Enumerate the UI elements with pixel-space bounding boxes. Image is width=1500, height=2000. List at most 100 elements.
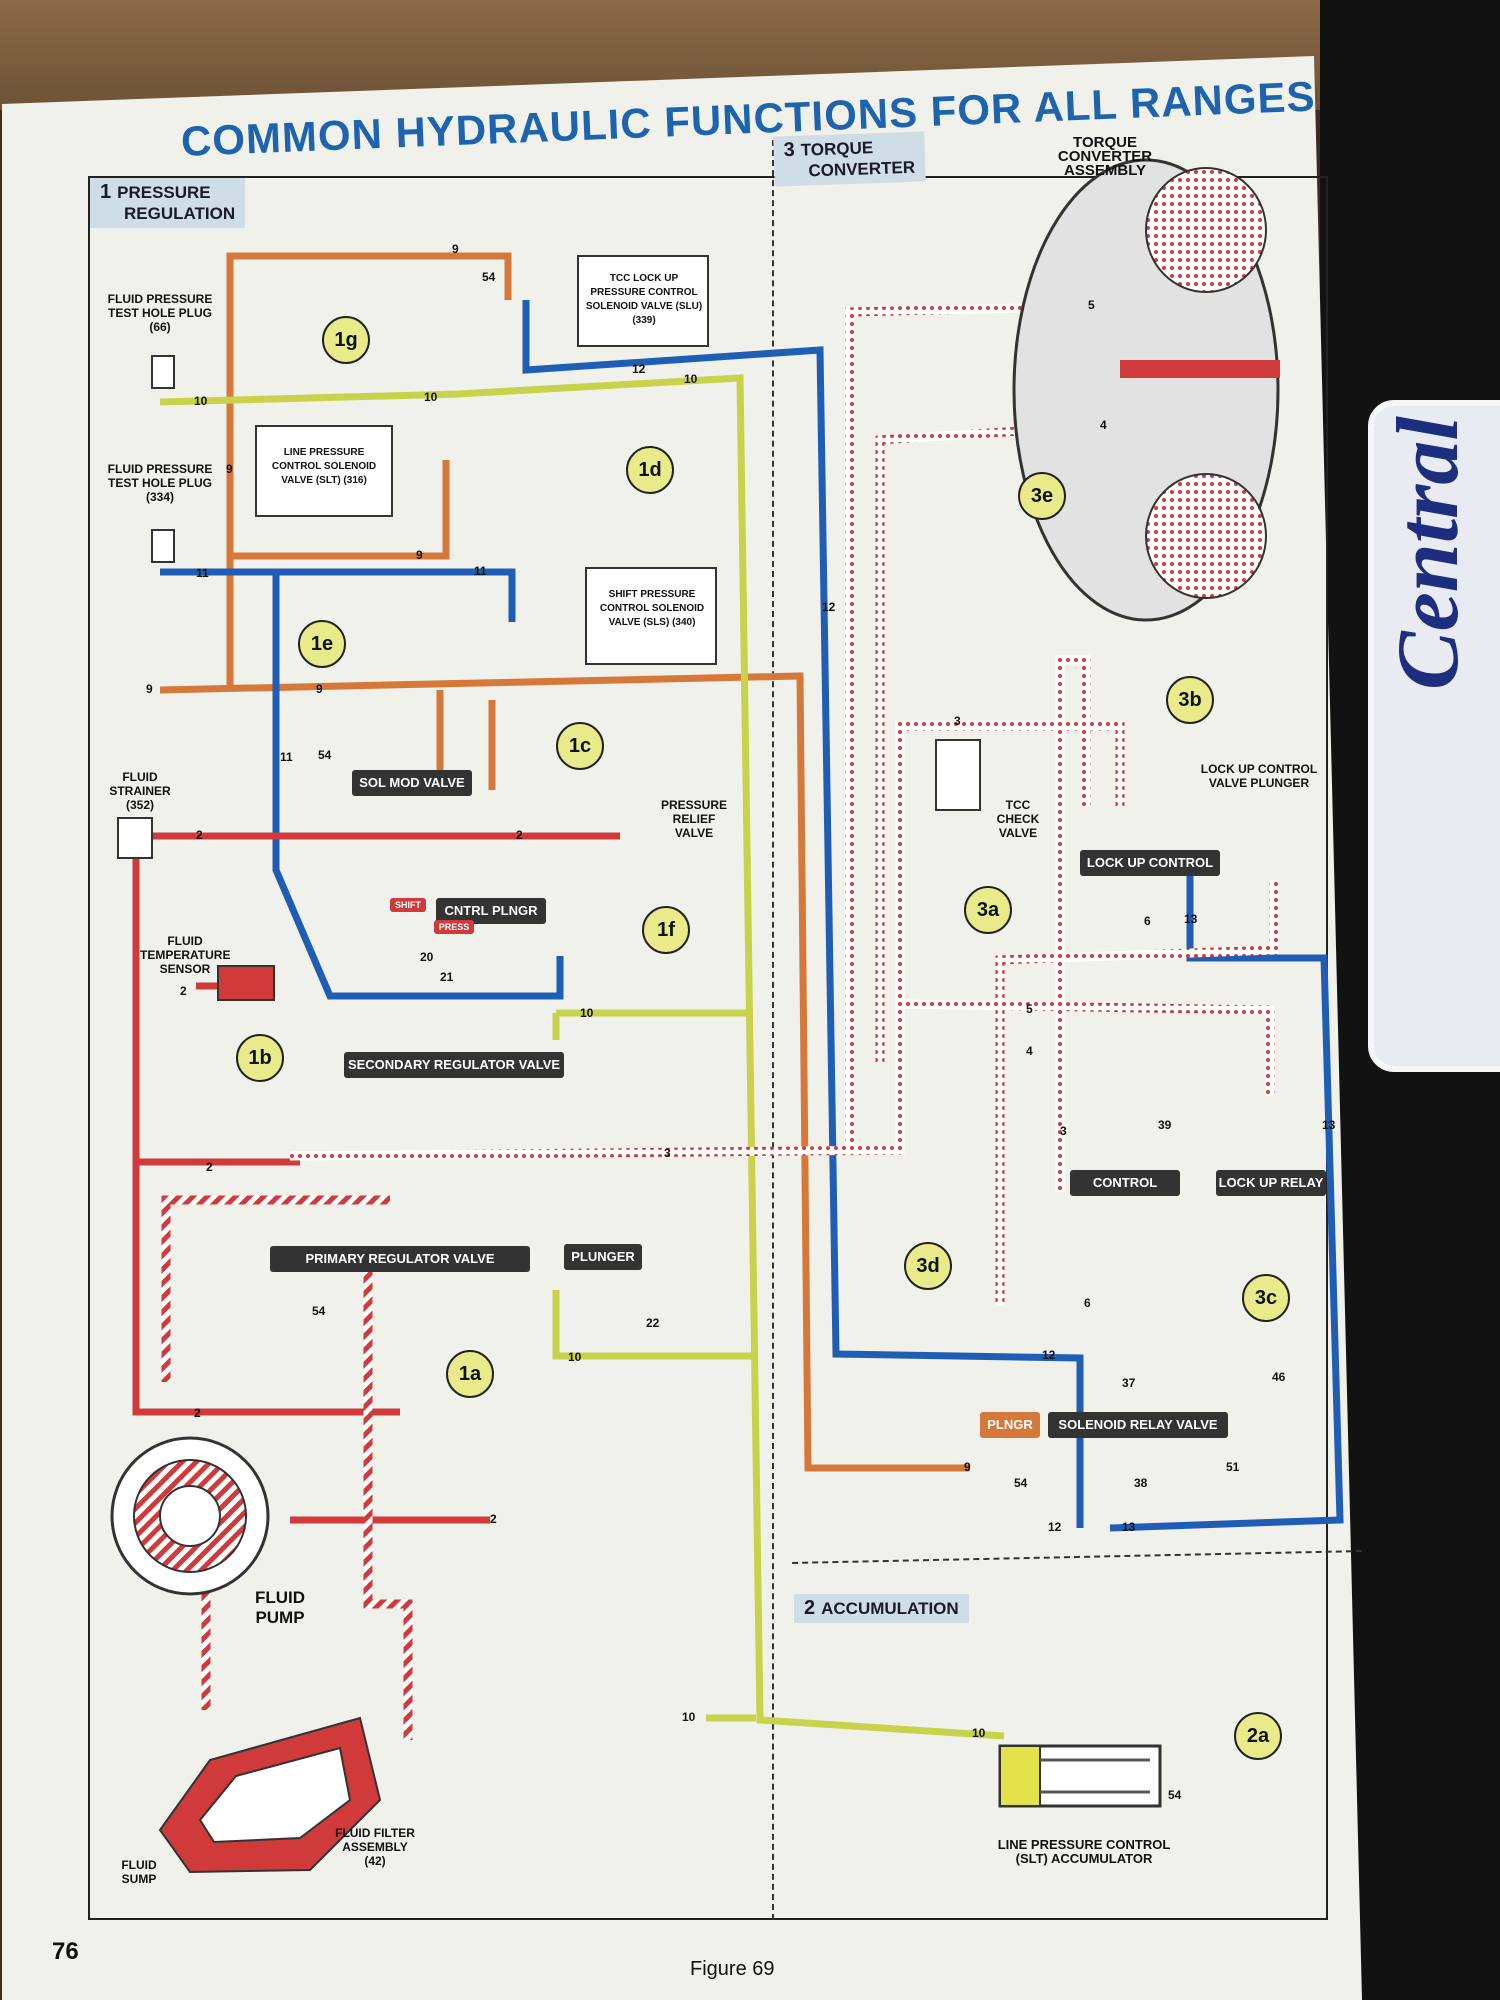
section-label: ACCUMULATION xyxy=(821,1599,959,1618)
figure-caption: Figure 69 xyxy=(690,1958,775,1980)
accumulator-body xyxy=(998,1744,1162,1808)
label-fluid-temp-sensor: FLUID TEMPERATURE SENSOR xyxy=(140,934,231,976)
sticker xyxy=(1368,400,1500,1072)
label-fluid-sump: FLUID SUMP xyxy=(121,1858,157,1886)
valve-plngr: PLNGR xyxy=(980,1412,1040,1438)
passage-number: 13 xyxy=(1322,1118,1336,1132)
callout-1d: 1d xyxy=(626,446,674,494)
label-tcc-check-valve: TCC CHECK VALVE xyxy=(996,798,1040,840)
section-accumulation: 2 ACCUMULATION xyxy=(794,1594,969,1623)
valve-plunger: PLUNGER xyxy=(564,1244,642,1270)
valve-lock-up-control: LOCK UP CONTROL xyxy=(1080,850,1220,876)
passage-number: 10 xyxy=(580,1006,594,1020)
passage-number: 12 xyxy=(1042,1348,1056,1362)
callout-3c: 3c xyxy=(1242,1274,1290,1322)
passage-number: 2 xyxy=(490,1512,497,1526)
label-fluid-pump: FLUID PUMP xyxy=(254,1588,306,1627)
passage-number: 12 xyxy=(1048,1520,1062,1534)
valve-solenoid-relay: SOLENOID RELAY VALVE xyxy=(1048,1412,1228,1438)
section-label: PRESSURE xyxy=(117,183,211,202)
passage-number: 20 xyxy=(420,950,434,964)
label-shift-solenoid: SHIFT PRESSURE CONTROL SOLENOID VALVE (S… xyxy=(599,589,705,628)
passage-number: 3 xyxy=(1060,1124,1067,1138)
passage-number: 22 xyxy=(646,1316,660,1330)
valve-shift-label: SHIFT xyxy=(390,898,426,912)
label-pressure-relief-valve: PRESSURE RELIEF VALVE xyxy=(660,798,728,840)
passage-number: 10 xyxy=(194,394,208,408)
section-divider-vertical xyxy=(772,140,774,1920)
passage-number: 12 xyxy=(632,362,646,376)
passage-number: 4 xyxy=(1026,1044,1033,1058)
label-torque-converter-assembly: TORQUE CONVERTER ASSEMBLY xyxy=(1057,134,1153,179)
passage-number: 9 xyxy=(226,462,233,476)
passage-number: 13 xyxy=(1122,1520,1136,1534)
label-lockup-plunger: LOCK UP CONTROL VALVE PLUNGER xyxy=(1200,762,1318,790)
label-tcc-solenoid: TCC LOCK UP PRESSURE CONTROL SOLENOID VA… xyxy=(585,273,703,326)
valve-sol-mod: SOL MOD VALVE xyxy=(352,770,472,796)
passage-number: 51 xyxy=(1226,1460,1240,1474)
valve-secondary-regulator: SECONDARY REGULATOR VALVE xyxy=(344,1052,564,1078)
callout-1a: 1a xyxy=(446,1350,494,1398)
section-number: 2 xyxy=(804,1597,816,1619)
passage-number: 10 xyxy=(972,1726,986,1740)
passage-number: 9 xyxy=(964,1460,971,1474)
callout-3a: 3a xyxy=(964,886,1012,934)
label-test-plug-66: FLUID PRESSURE TEST HOLE PLUG (66) xyxy=(107,292,213,334)
valve-press-label: PRESS xyxy=(434,920,474,934)
callout-3b: 3b xyxy=(1166,676,1214,724)
passage-dotted xyxy=(289,301,1279,1306)
passage-number: 9 xyxy=(452,242,459,256)
passage-number: 11 xyxy=(196,566,209,580)
passage-number: 11 xyxy=(474,564,487,578)
passage-number: 11 xyxy=(280,750,293,764)
callout-1f: 1f xyxy=(642,906,690,954)
valve-lock-up-relay: LOCK UP RELAY xyxy=(1216,1170,1326,1196)
passage-number: 10 xyxy=(684,372,698,386)
page-number: 76 xyxy=(52,1938,79,1965)
passage-number: 2 xyxy=(194,1406,201,1420)
passage-number: 10 xyxy=(682,1710,696,1724)
callout-1b: 1b xyxy=(236,1034,284,1082)
passage-number: 13 xyxy=(1184,912,1198,926)
passage-number: 21 xyxy=(440,970,454,984)
valve-control: CONTROL xyxy=(1070,1170,1180,1196)
callout-1g: 1g xyxy=(322,316,370,364)
passage-number: 46 xyxy=(1272,1370,1286,1384)
passage-number: 5 xyxy=(1088,298,1095,312)
fluid-pump-body xyxy=(110,1436,270,1596)
torque-converter-body xyxy=(1012,158,1280,622)
section-number: 1 xyxy=(100,181,112,203)
passage-number: 6 xyxy=(1144,914,1151,928)
label-line-pressure-solenoid: LINE PRESSURE CONTROL SOLENOID VALVE (SL… xyxy=(271,447,377,486)
passage-number: 10 xyxy=(568,1350,582,1364)
passage-number: 6 xyxy=(1084,1296,1091,1310)
label-test-plug-334: FLUID PRESSURE TEST HOLE PLUG (334) xyxy=(107,462,213,504)
passage-number: 3 xyxy=(954,714,961,728)
passage-number: 54 xyxy=(318,748,332,762)
passage-number: 3 xyxy=(664,1146,671,1160)
passage-number: 9 xyxy=(416,548,423,562)
passage-number: 37 xyxy=(1122,1376,1136,1390)
fluid-sump-body xyxy=(158,1716,382,1874)
section-pressure-regulation: 1 PRESSURE REGULATION xyxy=(90,178,246,228)
valve-primary-regulator: PRIMARY REGULATOR VALVE xyxy=(270,1246,530,1272)
passage-number: 2 xyxy=(196,828,203,842)
passage-blue xyxy=(160,300,1344,1532)
section-label: REGULATION xyxy=(124,204,236,223)
callout-3d: 3d xyxy=(904,1242,952,1290)
passage-number: 39 xyxy=(1158,1118,1172,1132)
passage-number: 2 xyxy=(516,828,523,842)
passage-number: 5 xyxy=(1026,1002,1033,1016)
passage-number: 2 xyxy=(206,1160,213,1174)
passage-number: 12 xyxy=(822,600,836,614)
passage-number: 54 xyxy=(312,1304,326,1318)
label-fluid-filter: FLUID FILTER ASSEMBLY (42) xyxy=(335,1826,415,1868)
passage-number: 38 xyxy=(1134,1476,1148,1490)
passage-number: 54 xyxy=(1168,1788,1182,1802)
passage-number: 10 xyxy=(424,390,438,404)
callout-2a: 2a xyxy=(1234,1712,1282,1760)
passage-10-yellow xyxy=(159,374,1005,1740)
callout-3e: 3e xyxy=(1018,472,1066,520)
passage-number: 9 xyxy=(146,682,153,696)
